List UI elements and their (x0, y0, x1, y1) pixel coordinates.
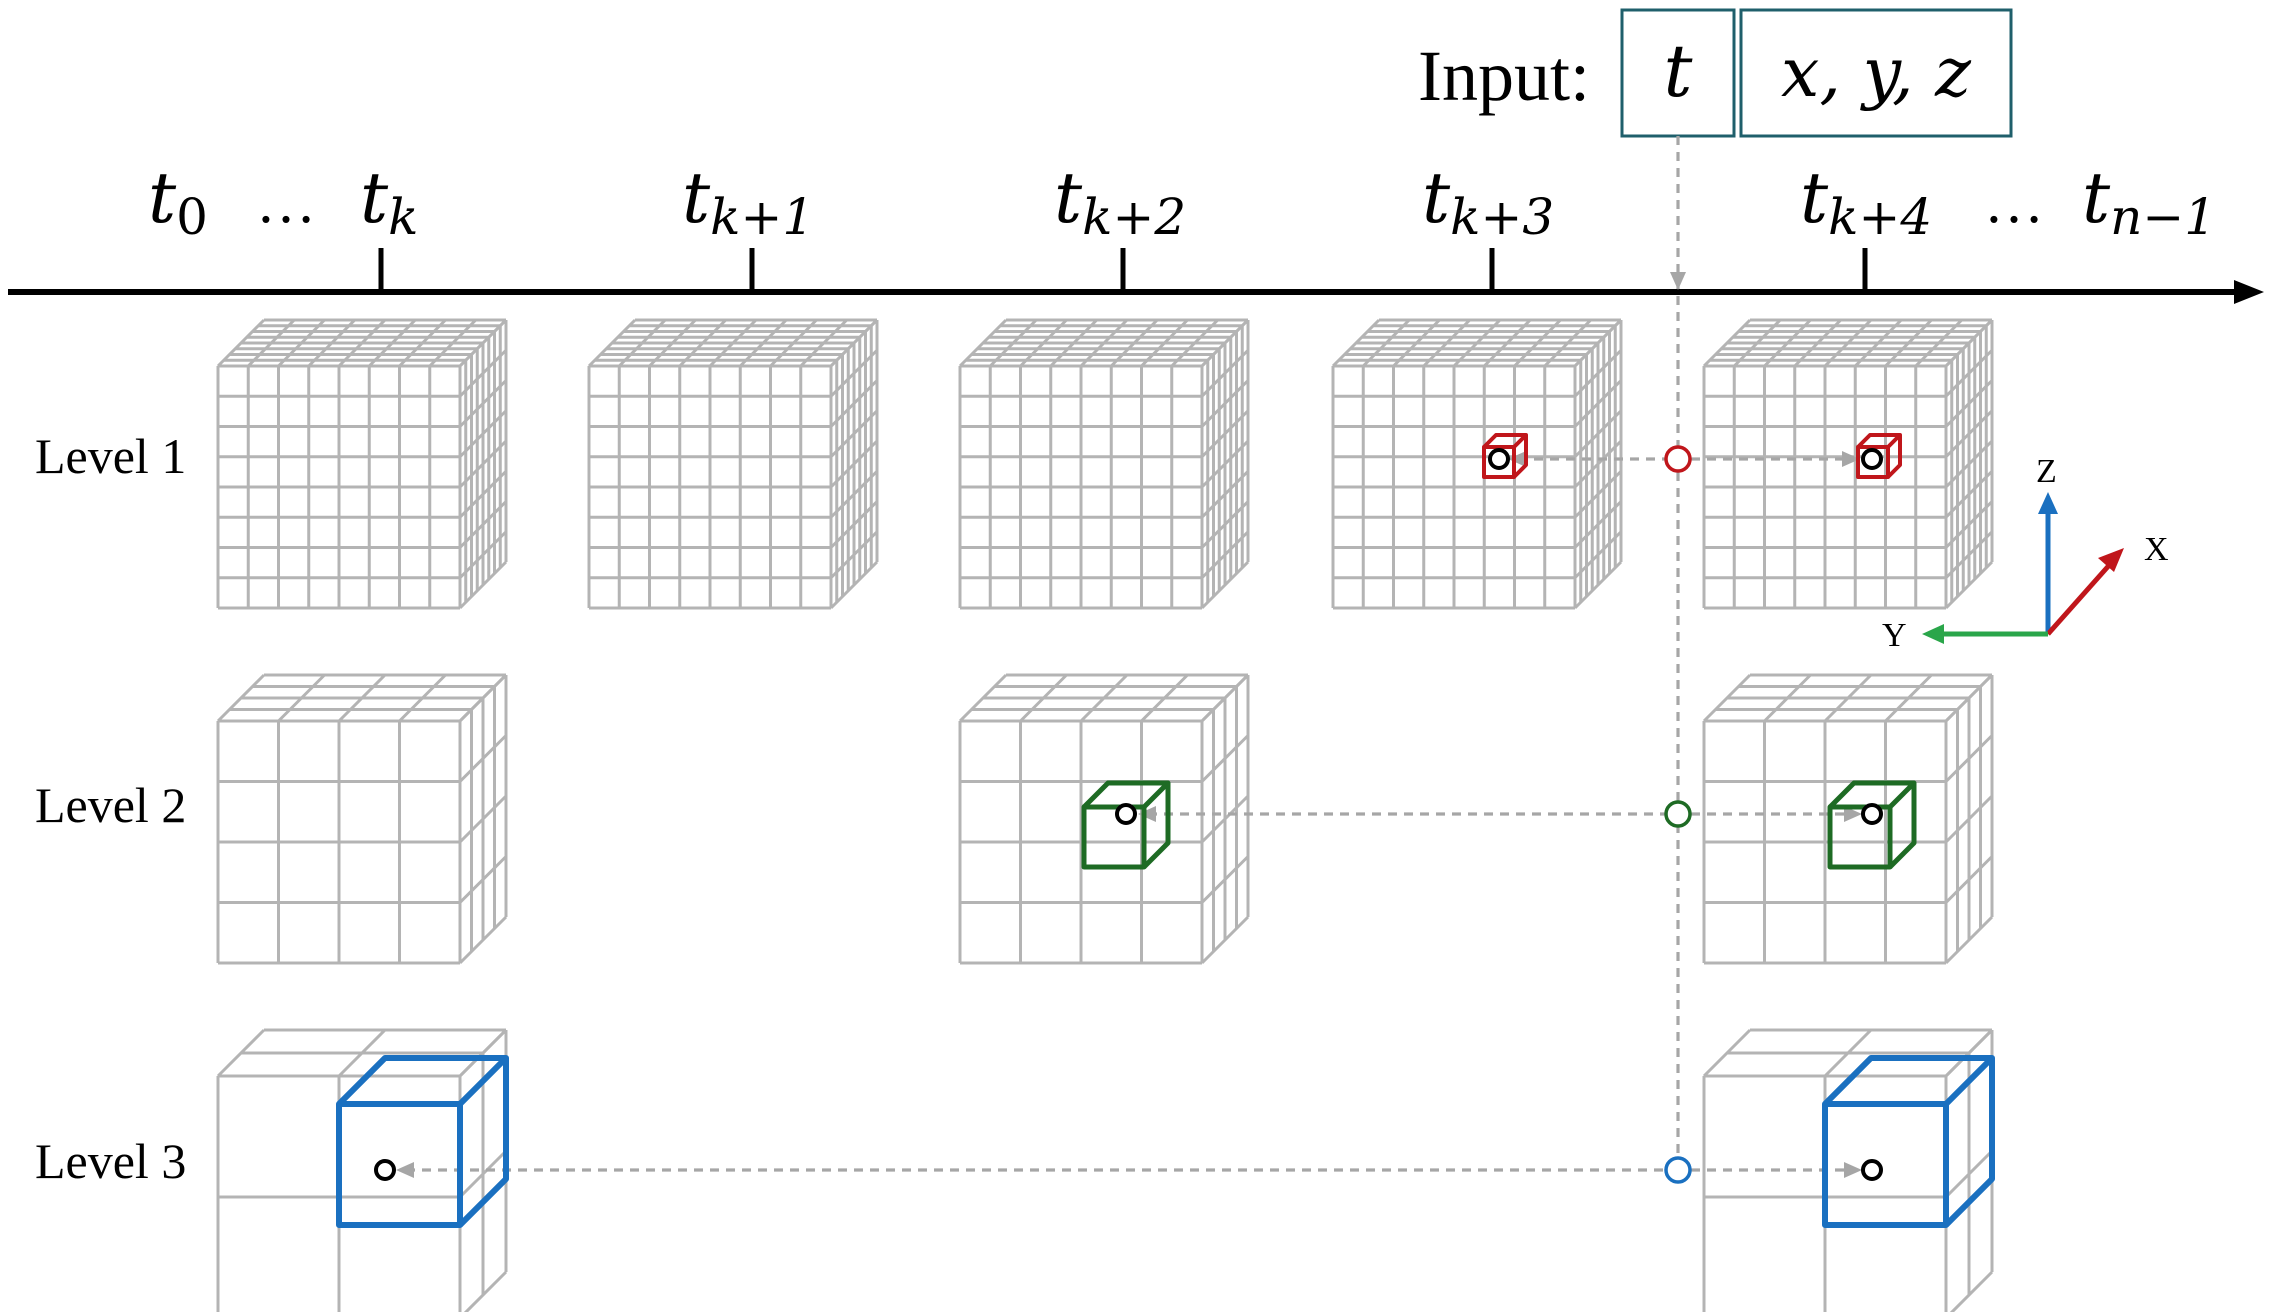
level-3-highlight-cell-a (336, 1055, 509, 1228)
level-2-highlight-cell-b (1827, 780, 1917, 870)
level-2-highlight-cell-a (1081, 780, 1171, 870)
level-1-sample-point-a (1488, 448, 1510, 470)
level-1-grid-cube-4 (1702, 318, 1994, 610)
timeline-arrowhead (2234, 280, 2264, 304)
grid-cubes (216, 318, 1994, 1312)
y-axis-arrowhead (1922, 624, 1944, 644)
time-label-t0: t0 (148, 157, 208, 246)
level-1-grid-cube-0 (216, 318, 508, 610)
input-xyz-text: x, y, z (1781, 34, 1972, 113)
input-label: Input: (1418, 36, 1590, 116)
level-1-grid-cube-2 (958, 318, 1250, 610)
level-2-query-point (1664, 800, 1692, 828)
level-1-grid-cube-1 (587, 318, 879, 610)
level-1-highlight-cell-a (1482, 433, 1528, 479)
timeline-labels: t0 … tk tk+1 tk+2 tk+3 tk+4 … tn−1 (148, 157, 2216, 246)
input-xyz-box (1739, 8, 2013, 138)
input-t-text: t (1664, 29, 1694, 113)
level-2-right-arrowhead (1844, 806, 1862, 822)
time-label-tk4: tk+4 (1800, 157, 1932, 246)
time-label-ellipsis-2: … (1984, 169, 2044, 235)
query-lines (396, 136, 1862, 1184)
level-2-left-arrowhead (1138, 806, 1156, 822)
x-axis-arrowhead (2098, 548, 2124, 572)
level-1-right-arrowhead (1842, 451, 1860, 467)
level-labels: Level 1 Level 2 Level 3 (35, 428, 186, 1189)
y-axis-label: Y (1882, 617, 1907, 654)
level-3-right-arrowhead (1844, 1162, 1862, 1178)
level-1-query-point (1664, 445, 1692, 473)
time-label-tk3: tk+3 (1422, 157, 1554, 246)
level-2-grid-cube-2 (958, 673, 1250, 965)
input-group: Input: t x, y, z (1418, 8, 2013, 138)
time-label-tn1: tn−1 (2082, 157, 2216, 246)
level-1-label: Level 1 (35, 428, 186, 484)
level-3-highlight-cell-b (1822, 1055, 1995, 1228)
level-2-label: Level 2 (35, 777, 186, 833)
level-3-left-arrowhead (396, 1162, 414, 1178)
level-2-sample-point-a (1115, 803, 1137, 825)
time-label-ellipsis-1: … (256, 169, 316, 235)
level-3-query-point (1664, 1156, 1692, 1184)
level-2-sample-point-b (1861, 803, 1883, 825)
level-1-highlight-cell-b (1856, 433, 1902, 479)
vertical-query-arrowhead (1670, 272, 1686, 290)
time-label-tk: tk (360, 157, 418, 246)
level-1-left-arrowhead (1508, 451, 1526, 467)
level-3-label: Level 3 (35, 1133, 186, 1189)
time-label-tk2: tk+2 (1054, 157, 1186, 246)
z-axis-label: Z (2036, 453, 2057, 490)
x-axis-label: X (2144, 531, 2169, 568)
highlighted-cells (336, 433, 1995, 1228)
time-label-tk1: tk+1 (682, 157, 814, 246)
x-axis-line (2046, 560, 2114, 636)
level-1-sample-point-b (1861, 448, 1883, 470)
timeline-axis (8, 248, 2264, 304)
level-1-grid-cube-3 (1331, 318, 1623, 610)
level-3-sample-point-a (374, 1159, 396, 1181)
level-3-sample-point-b (1861, 1159, 1883, 1181)
coordinate-axes: Z X Y (1882, 453, 2169, 654)
z-axis-arrowhead (2038, 492, 2058, 514)
level-2-grid-cube-0 (216, 673, 508, 965)
